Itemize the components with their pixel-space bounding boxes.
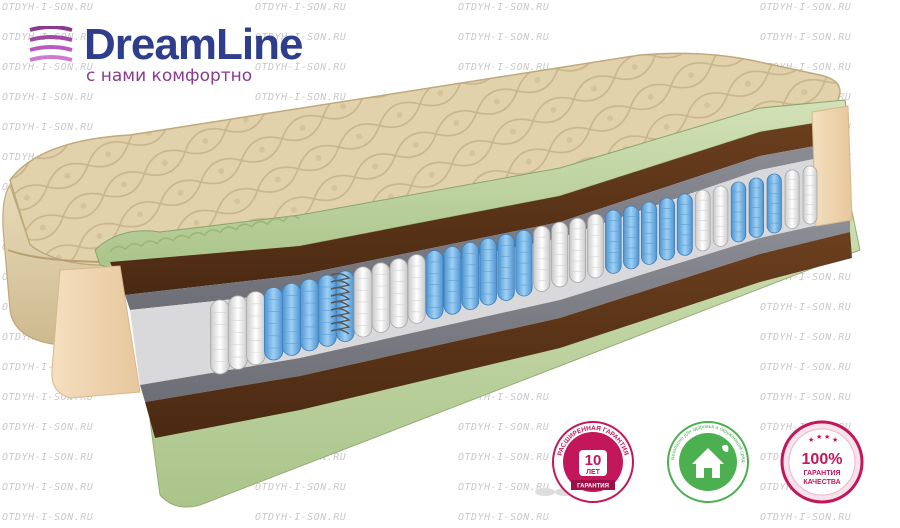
watermark-text: OTDYH-I-SON.RU bbox=[458, 2, 550, 13]
brand-tagline: с нами комфортно bbox=[86, 66, 253, 86]
watermark-text: OTDYH-I-SON.RU bbox=[760, 62, 852, 73]
warranty-badge: РАСШИРЕННАЯ ГАРАНТИЯ 10 ЛЕТ ГАРАНТИЯ bbox=[552, 421, 634, 503]
watermark-text: OTDYH-I-SON.RU bbox=[255, 512, 347, 523]
logo-stripes-icon bbox=[29, 26, 73, 62]
side-foam-right bbox=[811, 105, 853, 227]
top-coir-layer bbox=[110, 118, 848, 295]
eco-badge: Безопасно для здоровья и окружающей сред… bbox=[666, 420, 749, 503]
bottom-coir-layer bbox=[145, 232, 852, 438]
watermark-text: OTDYH-I-SON.RU bbox=[2, 122, 94, 133]
watermark-text: OTDYH-I-SON.RU bbox=[760, 332, 852, 343]
watermark-text: OTDYH-I-SON.RU bbox=[458, 392, 550, 403]
watermark-text: OTDYH-I-SON.RU bbox=[2, 482, 94, 493]
svg-text:★: ★ bbox=[832, 436, 838, 444]
brand-name: DreamLine bbox=[84, 20, 303, 69]
watermark-text: OTDYH-I-SON.RU bbox=[255, 92, 347, 103]
watermark-text: OTDYH-I-SON.RU bbox=[760, 32, 852, 43]
bottom-felt-layer bbox=[140, 218, 850, 402]
watermark-text: OTDYH-I-SON.RU bbox=[255, 62, 347, 73]
watermark-text: OTDYH-I-SON.RU bbox=[458, 32, 550, 43]
watermark-text: OTDYH-I-SON.RU bbox=[255, 482, 347, 493]
svg-text:★: ★ bbox=[808, 436, 814, 444]
watermark-text: OTDYH-I-SON.RU bbox=[760, 272, 852, 283]
watermark-text: OTDYH-I-SON.RU bbox=[760, 302, 852, 313]
exposed-coil-spring bbox=[330, 272, 351, 335]
watermark-text: OTDYH-I-SON.RU bbox=[458, 452, 550, 463]
watermark-text: OTDYH-I-SON.RU bbox=[2, 392, 94, 403]
stars-icon: ★★★★ bbox=[808, 433, 838, 444]
watermark-text: OTDYH-I-SON.RU bbox=[2, 92, 94, 103]
watermark-text: OTDYH-I-SON.RU bbox=[458, 512, 550, 523]
watermark-text: OTDYH-I-SON.RU bbox=[458, 422, 550, 433]
watermark-text: OTDYH-I-SON.RU bbox=[2, 422, 94, 433]
quality-line1: ГАРАНТИЯ bbox=[803, 470, 840, 477]
watermark-text: OTDYH-I-SON.RU bbox=[458, 482, 550, 493]
watermark-text: OTDYH-I-SON.RU bbox=[760, 392, 852, 403]
eco-house-icon bbox=[692, 444, 729, 478]
warranty-unit: ЛЕТ bbox=[586, 469, 601, 476]
watermark-text: OTDYH-I-SON.RU bbox=[2, 362, 94, 373]
watermark-text: OTDYH-I-SON.RU bbox=[255, 2, 347, 13]
pocket-springs bbox=[210, 165, 818, 375]
top-felt-layer bbox=[125, 140, 848, 310]
quality-line2: КАЧЕСТВА bbox=[803, 479, 840, 486]
watermark-text: OTDYH-I-SON.RU bbox=[2, 2, 94, 13]
watermark-text: OTDYH-I-SON.RU bbox=[760, 2, 852, 13]
watermark-text: OTDYH-I-SON.RU bbox=[255, 32, 347, 43]
svg-text:★: ★ bbox=[824, 433, 830, 441]
quality-badge: ★★★★ 100% ГАРАНТИЯ КАЧЕСТВА bbox=[780, 420, 864, 504]
watermark-text: OTDYH-I-SON.RU bbox=[458, 62, 550, 73]
watermark-text: OTDYH-I-SON.RU bbox=[760, 512, 852, 523]
warranty-ribbon: ГАРАНТИЯ bbox=[577, 484, 609, 490]
watermark-text: OTDYH-I-SON.RU bbox=[2, 62, 94, 73]
watermark-text: OTDYH-I-SON.RU bbox=[760, 362, 852, 373]
watermark-text: OTDYH-I-SON.RU bbox=[2, 452, 94, 463]
svg-text:★: ★ bbox=[816, 433, 822, 441]
quality-percent: 100% bbox=[802, 451, 843, 468]
watermark-text: OTDYH-I-SON.RU bbox=[2, 512, 94, 523]
side-foam-left bbox=[51, 265, 141, 399]
warranty-number: 10 bbox=[585, 452, 602, 469]
